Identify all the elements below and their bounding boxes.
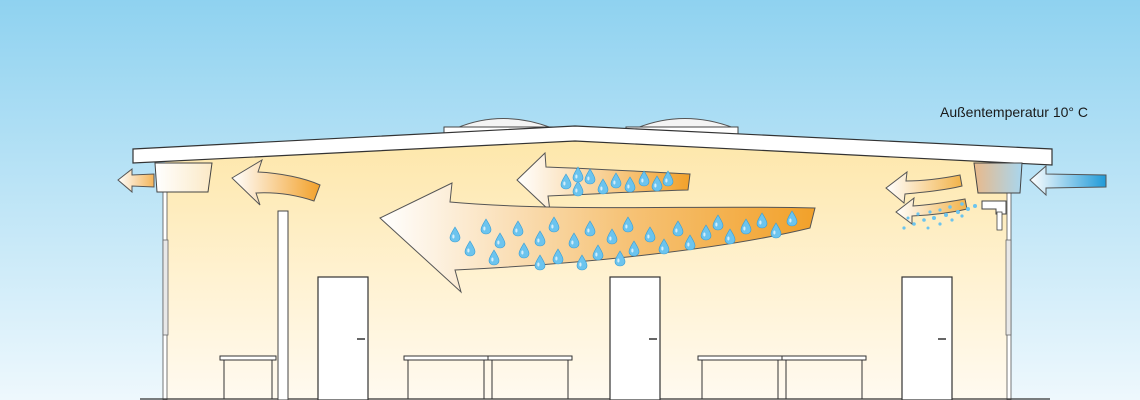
- roof: [132, 125, 1053, 166]
- fresh-air-intake-arrow: [1029, 164, 1107, 197]
- window-left: [162, 239, 169, 336]
- outside-temperature-label: Außentemperatur 10° C: [940, 104, 1089, 120]
- table-5: [781, 355, 867, 399]
- door-left: [317, 276, 369, 400]
- ventilation-unit-left: [154, 162, 213, 193]
- window-right: [1005, 239, 1012, 336]
- ventilation-unit-right: [973, 162, 1023, 194]
- mixed-air-arrow-lower: [895, 196, 968, 225]
- table-3: [487, 355, 573, 399]
- door-right: [901, 276, 953, 400]
- column: [277, 210, 289, 400]
- mixed-air-arrow-upper: [885, 170, 963, 204]
- hall-interior: [165, 133, 1010, 400]
- spray-mist: [902, 202, 977, 230]
- door-middle: [609, 276, 661, 400]
- spray-nozzle: [981, 200, 1007, 231]
- right-wall: [1005, 162, 1012, 400]
- exhaust-air-arrow: [117, 167, 155, 194]
- return-air-arrow: [231, 158, 321, 206]
- table-1: [219, 355, 277, 399]
- left-wall: [162, 162, 169, 400]
